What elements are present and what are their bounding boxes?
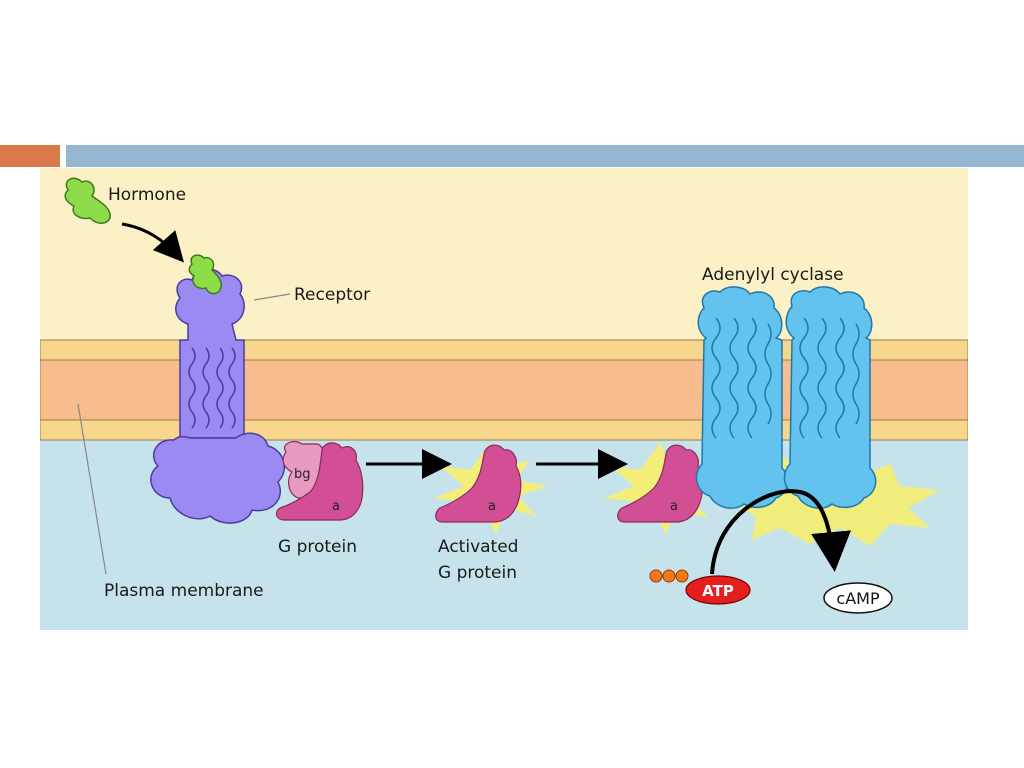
activated-g-protein-icon xyxy=(435,444,522,523)
hormone-icon xyxy=(64,177,111,224)
phosphate-icon xyxy=(662,569,676,583)
g-protein-at-cyclase-icon xyxy=(617,444,704,523)
activated-g-protein-label-1: Activated xyxy=(438,537,518,557)
atp-badge xyxy=(685,575,751,605)
bound-hormone-icon xyxy=(188,254,223,295)
camp-label: cAMP xyxy=(836,589,880,608)
phosphate-icon xyxy=(675,569,689,583)
receptor-icon xyxy=(150,268,286,524)
subunit-a-label: a xyxy=(488,499,496,514)
plasma-membrane-label: Plasma membrane xyxy=(104,581,264,601)
activated-g-protein-label-2: G protein xyxy=(438,563,517,583)
atp-label: ATP xyxy=(702,582,734,600)
plasma-membrane-leader-line xyxy=(77,403,107,575)
receptor-label: Receptor xyxy=(294,285,370,305)
adenylyl-cyclase-label: Adenylyl cyclase xyxy=(702,265,844,285)
hormone-label: Hormone xyxy=(108,185,186,205)
subunit-a-label: a xyxy=(670,499,678,514)
g-protein-label: G protein xyxy=(278,537,357,557)
g-protein-a-subunit xyxy=(275,442,364,521)
slide-accent-orange xyxy=(0,145,60,167)
receptor-leader-line xyxy=(253,293,291,301)
conversion-arrow-icon xyxy=(710,489,852,575)
adenylyl-cyclase-icon xyxy=(695,286,877,509)
slide-accent-bar xyxy=(66,145,1024,167)
phosphate-icon xyxy=(649,569,663,583)
signaling-diagram: bg a a a ATP cAMP Hormone Receptor Adeny… xyxy=(40,168,968,630)
binding-arrow-icon xyxy=(121,222,184,263)
subunit-bg-label: bg xyxy=(294,467,311,482)
camp-badge xyxy=(823,582,893,614)
subunit-a-label: a xyxy=(332,499,340,514)
